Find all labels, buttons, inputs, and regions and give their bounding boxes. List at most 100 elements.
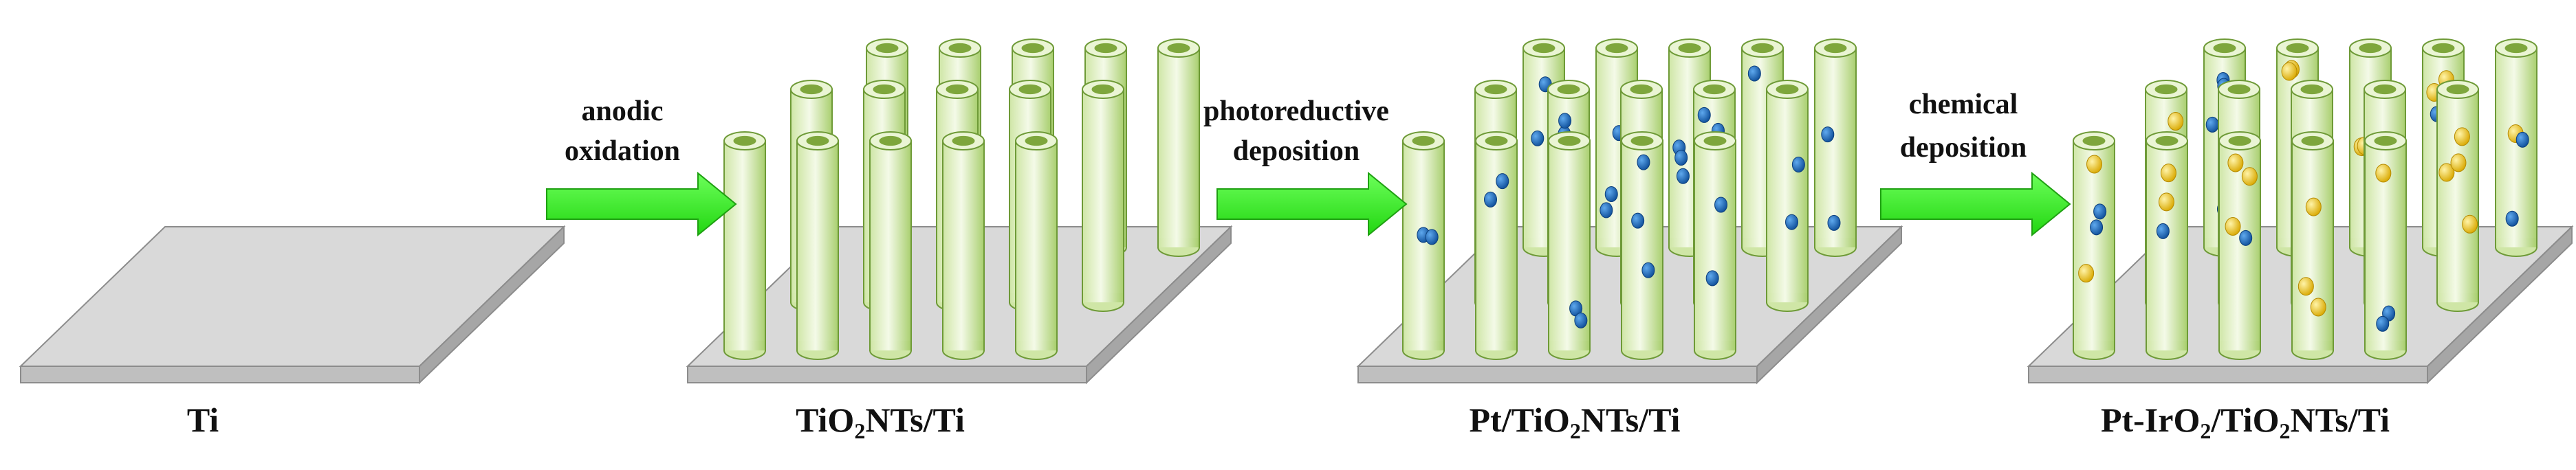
nanotube-base-mask [1622, 341, 1662, 350]
stage-label-tio2-nts-ti: TiO2NTs/Ti [796, 401, 965, 443]
nanotube-opening [806, 135, 829, 146]
pt-particle [1714, 197, 1728, 213]
nanotube-opening [1091, 84, 1115, 95]
subscript: 2 [2200, 418, 2211, 443]
nanotube-opening [1678, 43, 1701, 54]
step-1-label-line-2: oxidation [565, 135, 680, 167]
iro2-particle [2450, 153, 2467, 172]
nanotube-opening [952, 135, 975, 146]
nanotube-body [942, 140, 985, 351]
nanotube-opening [1605, 43, 1628, 54]
iro2-particle [2297, 277, 2314, 296]
stage-pt-iro2-tio2-nanotubes [2027, 38, 2574, 385]
nanotube-base-mask [1083, 293, 1123, 302]
pt-particle [1791, 156, 1805, 172]
iro2-particle [2462, 214, 2478, 234]
stage-pt-tio2-nanotubes [1356, 38, 1903, 385]
nanotube-base-mask [1404, 341, 1443, 350]
arrow-step-2 [1216, 171, 1408, 237]
iro2-particle [2158, 192, 2174, 212]
pt-particle [1705, 270, 1719, 287]
nanotube-body [1621, 140, 1663, 351]
nanotube-body [869, 140, 912, 351]
nanotube-base-mask [2147, 341, 2187, 350]
pt-particle [1484, 191, 1498, 208]
nanotube-opening [1025, 135, 1048, 146]
nanotube-opening [1557, 84, 1580, 95]
nanotube-base-mask [1549, 341, 1589, 350]
label-part: NTs/Ti [1581, 401, 1681, 439]
iro2-particle [2281, 62, 2297, 81]
stage-label-ti: Ti [187, 401, 219, 439]
subscript: 2 [2279, 418, 2290, 443]
nanotube [942, 131, 985, 360]
label-part: Pt-IrO [2101, 401, 2200, 439]
pt-particle [1637, 154, 1650, 170]
nanotube-opening [2373, 84, 2397, 95]
nanotube-opening [1824, 43, 1847, 54]
iro2-particle [2168, 112, 2184, 131]
step-3-label-line-2: deposition [1900, 132, 2027, 164]
nanotube-base-mask [1815, 238, 1855, 247]
nanotube-opening [2359, 43, 2382, 54]
pt-particle [2205, 116, 2219, 133]
nanotube-opening [2504, 43, 2528, 54]
nanotube-opening [2227, 84, 2251, 95]
nanotube [1082, 80, 1124, 312]
iro2-particle [2438, 163, 2455, 182]
pt-particle [2505, 210, 2519, 227]
substrate-side [2427, 225, 2573, 385]
nanotube [869, 131, 912, 360]
iro2-particle [2160, 164, 2176, 183]
subscript: 2 [1570, 418, 1581, 443]
nanotube-body [2291, 140, 2334, 351]
nanotube-opening [2446, 84, 2469, 95]
nanotube-base-mask [725, 341, 765, 350]
nanotube-body [796, 140, 839, 351]
nanotube [1475, 131, 1518, 360]
nanotube-opening [1630, 84, 1653, 95]
nanotube-opening [2213, 43, 2236, 54]
nanotube [1157, 38, 1200, 257]
nanotube-body [1015, 140, 1058, 351]
nanotube-opening [2286, 43, 2309, 54]
nanotube-base-mask [798, 341, 838, 350]
pt-particle [1531, 130, 1544, 146]
substrate-top [19, 226, 566, 367]
pt-particle [1574, 312, 1588, 328]
nanotube-opening [1703, 135, 1727, 146]
nanotube [2146, 131, 2188, 360]
pt-particle [1785, 214, 1799, 230]
nanotube [1766, 80, 1809, 312]
nanotube [1548, 131, 1591, 360]
pt-particle [1631, 212, 1645, 229]
nanotube [1621, 131, 1663, 360]
substrate-front [20, 366, 420, 383]
step-2-label-line-2: deposition [1233, 135, 1360, 167]
iro2-particle [2225, 216, 2241, 236]
nanotube-opening [1532, 43, 1556, 54]
nanotube-opening [2228, 135, 2251, 146]
nanotube-opening [1094, 43, 1117, 54]
substrate-front [687, 366, 1087, 383]
pt-particle [1425, 229, 1439, 245]
pt-particle [1600, 202, 1613, 219]
nanotube-opening [1018, 84, 1042, 95]
pt-particle [1558, 113, 1572, 129]
nanotube-opening [733, 135, 756, 146]
iro2-particle [2454, 127, 2470, 146]
nanotube-opening [1703, 84, 1726, 95]
nanotube-base-mask [871, 341, 910, 350]
arrow-step-1 [546, 171, 737, 237]
label-part: NTs/Ti [865, 401, 965, 439]
nanotube [2436, 80, 2479, 312]
iro2-particle [2305, 197, 2322, 216]
nanotube-base-mask [1016, 341, 1056, 350]
nanotube [1402, 131, 1445, 360]
nanotube-base-mask [1476, 341, 1516, 350]
nanotube-body [2436, 89, 2479, 303]
pt-particle [1496, 173, 1509, 190]
nanotube-opening [873, 84, 896, 95]
pt-particle [1747, 65, 1761, 82]
